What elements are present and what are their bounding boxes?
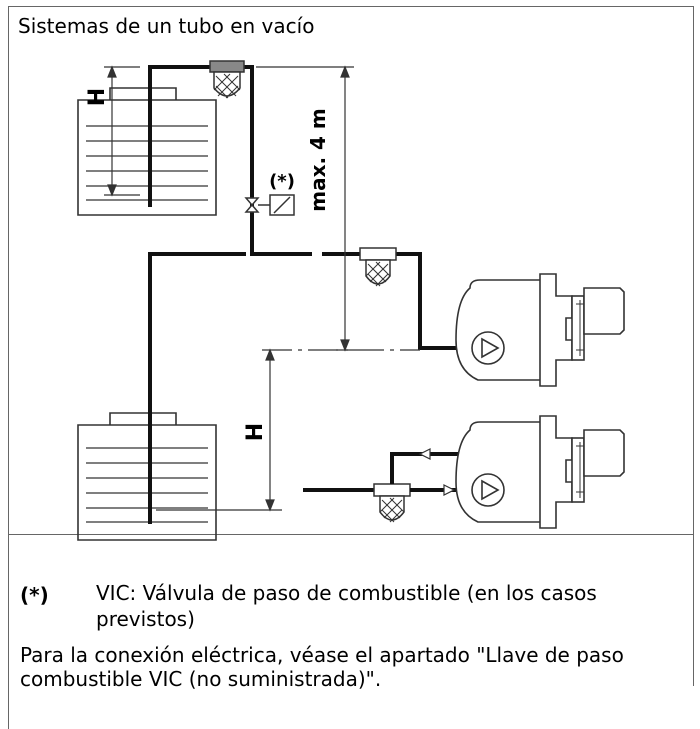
lower-h-label: H xyxy=(243,423,268,441)
page-title: Sistemas de un tubo en vacío xyxy=(18,14,315,38)
upper-h-label: H xyxy=(85,88,110,106)
middle-filter xyxy=(359,247,397,287)
frame-left-border xyxy=(8,6,9,729)
vic-valve xyxy=(244,194,295,216)
return-arrow-icon xyxy=(418,448,431,460)
max-label: max. 4 m xyxy=(306,108,330,212)
electrical-connection-paragraph: Para la conexión eléctrica, véase el apa… xyxy=(20,643,624,691)
asterisk-label: (*) xyxy=(269,171,295,192)
frame-right-border xyxy=(693,6,694,686)
feed-arrow-icon xyxy=(443,484,456,496)
note-text: VIC: Válvula de paso de combustible (en … xyxy=(96,581,597,631)
lower-tank xyxy=(77,412,217,541)
lower-h-dimension xyxy=(156,348,420,512)
upper-h-dimension xyxy=(104,65,140,197)
upper-filter xyxy=(209,60,245,99)
upper-burner xyxy=(455,273,625,387)
note-key: (*) xyxy=(20,583,49,607)
max-dimension xyxy=(256,65,354,352)
frame-top-border xyxy=(8,6,694,7)
upper-tank xyxy=(77,87,217,216)
lower-burner xyxy=(455,415,625,529)
lower-suction-pipe xyxy=(148,252,374,524)
frame-divider xyxy=(8,534,694,535)
lower-filter xyxy=(373,483,411,523)
upper-suction-pipe xyxy=(148,65,474,350)
